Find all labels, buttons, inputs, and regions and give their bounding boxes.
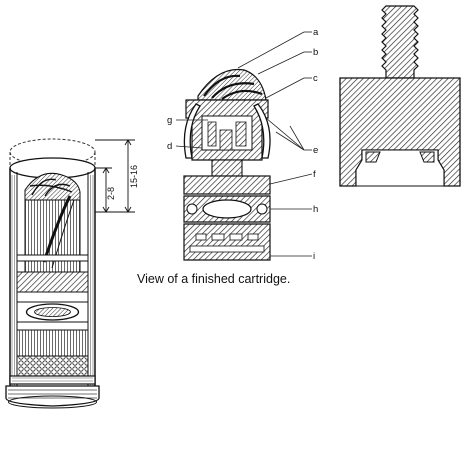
- callout-i: i: [313, 251, 315, 262]
- callout-e: e: [313, 145, 318, 156]
- dimension-inner-label: 2-8: [106, 187, 116, 200]
- threaded-block-section: [339, 5, 461, 187]
- callout-h: h: [313, 204, 318, 215]
- callout-d: d: [167, 141, 172, 152]
- dimension-lines: [95, 139, 135, 213]
- callout-labels: a b c g d e f h i: [167, 27, 319, 262]
- callout-a: a: [313, 27, 319, 38]
- callout-f: f: [313, 169, 316, 180]
- callout-c: c: [313, 73, 318, 84]
- shell-cutaway: [5, 138, 100, 409]
- dimension-outer-label: 15-16: [129, 165, 139, 188]
- callout-leaders: [175, 31, 313, 257]
- figure-caption: View of a finished cartridge.: [137, 272, 291, 286]
- callout-g: g: [167, 115, 172, 126]
- callout-b: b: [313, 47, 318, 58]
- slug-cross-section: [183, 68, 271, 261]
